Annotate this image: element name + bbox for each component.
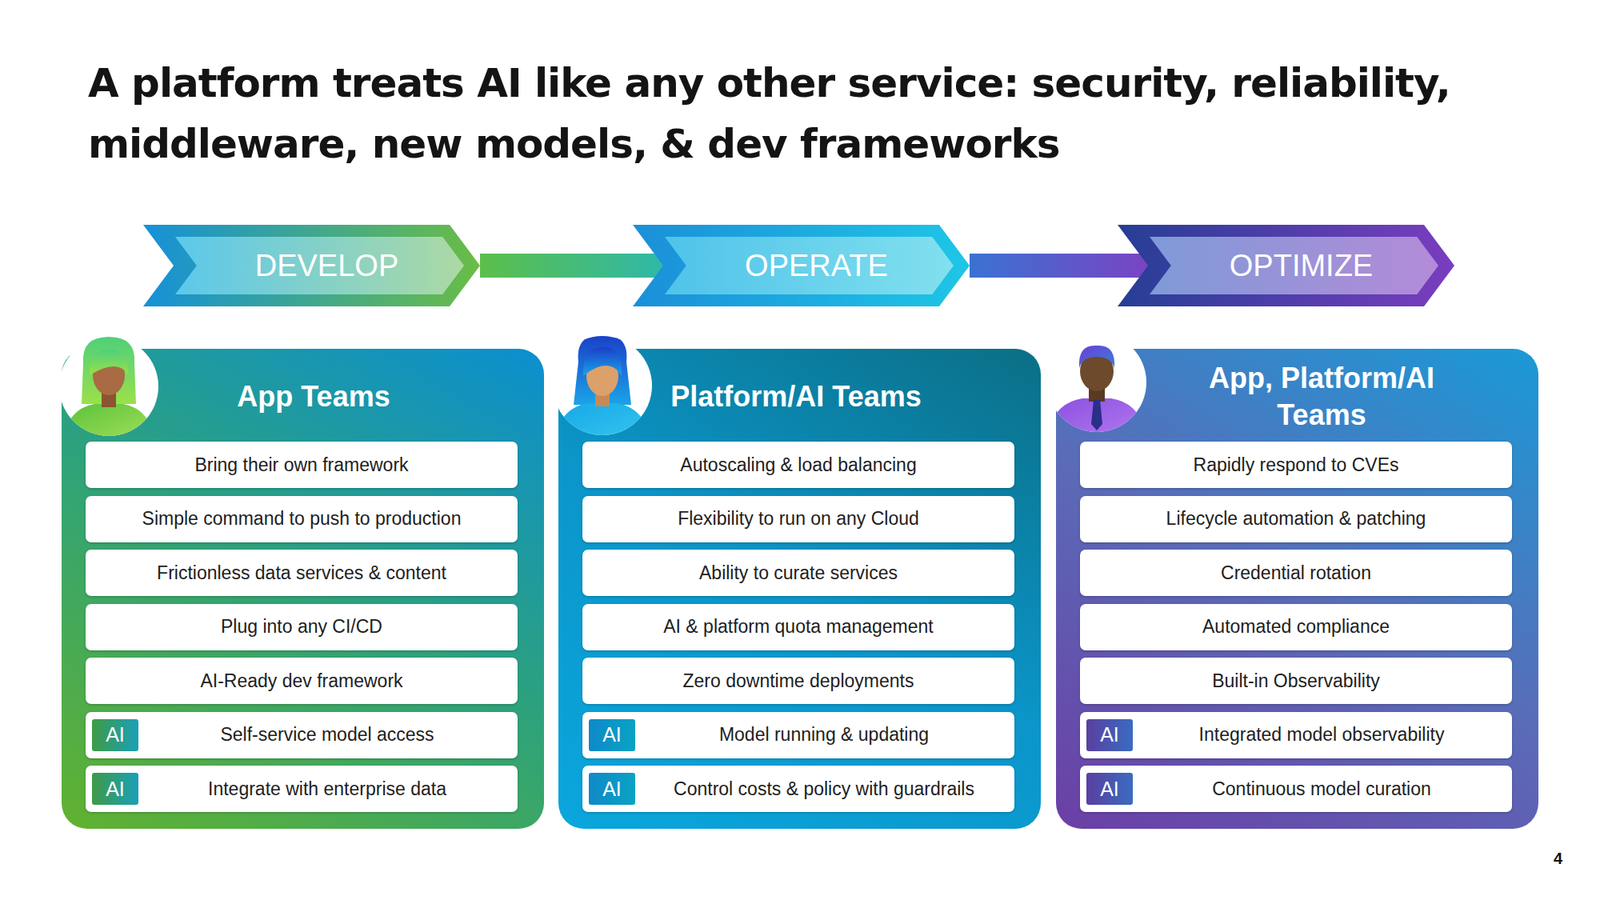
capability-box: Rapidly respond to CVEs <box>1080 441 1512 488</box>
phase-label: OPTIMIZE <box>1148 224 1455 307</box>
capability-box: Flexibility to run on any Cloud <box>582 496 1015 543</box>
capability-text: Rapidly respond to CVEs <box>1193 454 1400 476</box>
chevron-outer <box>143 224 480 307</box>
chevron-outer <box>632 224 970 307</box>
capability-box: Bring their own framework <box>85 441 518 488</box>
team-panel: Platform/AI TeamsAutoscaling & load bala… <box>558 348 1041 829</box>
phase-connector <box>480 253 664 278</box>
capability-box: Built-in Observability <box>1080 657 1512 704</box>
capability-text: Self-service model access <box>220 724 434 746</box>
capability-box: AI Control costs & policy with guardrails <box>582 765 1015 812</box>
capability-text: Automated compliance <box>1202 616 1390 638</box>
ai-badge: AI <box>1086 772 1133 805</box>
capability-text: Model running & updating <box>719 724 929 746</box>
capability-box: AI & platform quota management <box>582 604 1015 651</box>
capability-box: Simple command to push to production <box>85 496 518 543</box>
capability-text: Ability to curate services <box>699 562 898 584</box>
capability-text: Control costs & policy with guardrails <box>673 778 975 800</box>
capability-text: Plug into any CI/CD <box>220 616 383 638</box>
capability-text: Simple command to push to production <box>142 508 462 530</box>
capability-box: AI Integrated model observability <box>1080 712 1512 759</box>
team-panel: App TeamsBring their own frameworkSimple… <box>61 348 544 829</box>
ai-badge: AI <box>588 719 636 752</box>
capability-text: AI & platform quota management <box>663 616 934 638</box>
phase-chevron: OPERATE <box>663 224 970 307</box>
capability-text: AI-Ready dev framework <box>200 670 403 692</box>
chevron-outer <box>1117 224 1455 307</box>
capability-box: Automated compliance <box>1080 604 1512 651</box>
phase-chevron: OPTIMIZE <box>1148 224 1455 307</box>
ai-badge: AI <box>92 772 139 805</box>
capability-text: Continuous model curation <box>1212 778 1432 800</box>
capability-box: AI Integrate with enterprise data <box>85 765 518 812</box>
capability-text: Flexibility to run on any Cloud <box>677 508 920 530</box>
capability-box: Lifecycle automation & patching <box>1080 496 1512 543</box>
capability-text: Bring their own framework <box>194 454 408 476</box>
capability-box: AI Continuous model curation <box>1080 765 1512 812</box>
capability-text: Integrated model observability <box>1199 724 1445 746</box>
capability-box: AI Self-service model access <box>85 712 518 759</box>
slide-title: A platform treats AI like any other serv… <box>88 52 1568 175</box>
ai-badge: AI <box>588 772 636 805</box>
panel-heading: Platform/AI Teams <box>622 356 970 437</box>
capability-text: Lifecycle automation & patching <box>1166 508 1427 530</box>
capability-text: Autoscaling & load balancing <box>680 454 916 476</box>
panel-heading: App Teams <box>109 356 518 437</box>
page-number: 4 <box>1553 849 1563 868</box>
phase-label: DEVELOP <box>173 224 480 307</box>
phase-label: OPERATE <box>663 224 970 307</box>
ai-badge: AI <box>92 719 139 752</box>
panel-heading: App, Platform/AI Teams <box>1177 356 1466 437</box>
capability-text: Frictionless data services & content <box>156 562 447 584</box>
phase-chevron: DEVELOP <box>173 224 480 307</box>
capability-box: Frictionless data services & content <box>85 549 518 596</box>
capability-box: AI Model running & updating <box>582 712 1015 759</box>
phase-connector <box>969 253 1148 278</box>
capability-text: Zero downtime deployments <box>683 670 915 692</box>
team-panel: App, Platform/AI TeamsRapidly respond to… <box>1056 348 1539 829</box>
capability-box: Credential rotation <box>1080 549 1512 596</box>
capability-text: Integrate with enterprise data <box>208 778 447 800</box>
capability-text: Credential rotation <box>1220 562 1372 584</box>
capability-box: Ability to curate services <box>582 549 1015 596</box>
capability-box: Zero downtime deployments <box>582 657 1015 704</box>
capability-text: Built-in Observability <box>1212 670 1380 692</box>
capability-box: Plug into any CI/CD <box>85 604 518 651</box>
capability-box: AI-Ready dev framework <box>85 657 518 704</box>
ai-badge: AI <box>1086 719 1133 752</box>
capability-box: Autoscaling & load balancing <box>582 441 1015 488</box>
